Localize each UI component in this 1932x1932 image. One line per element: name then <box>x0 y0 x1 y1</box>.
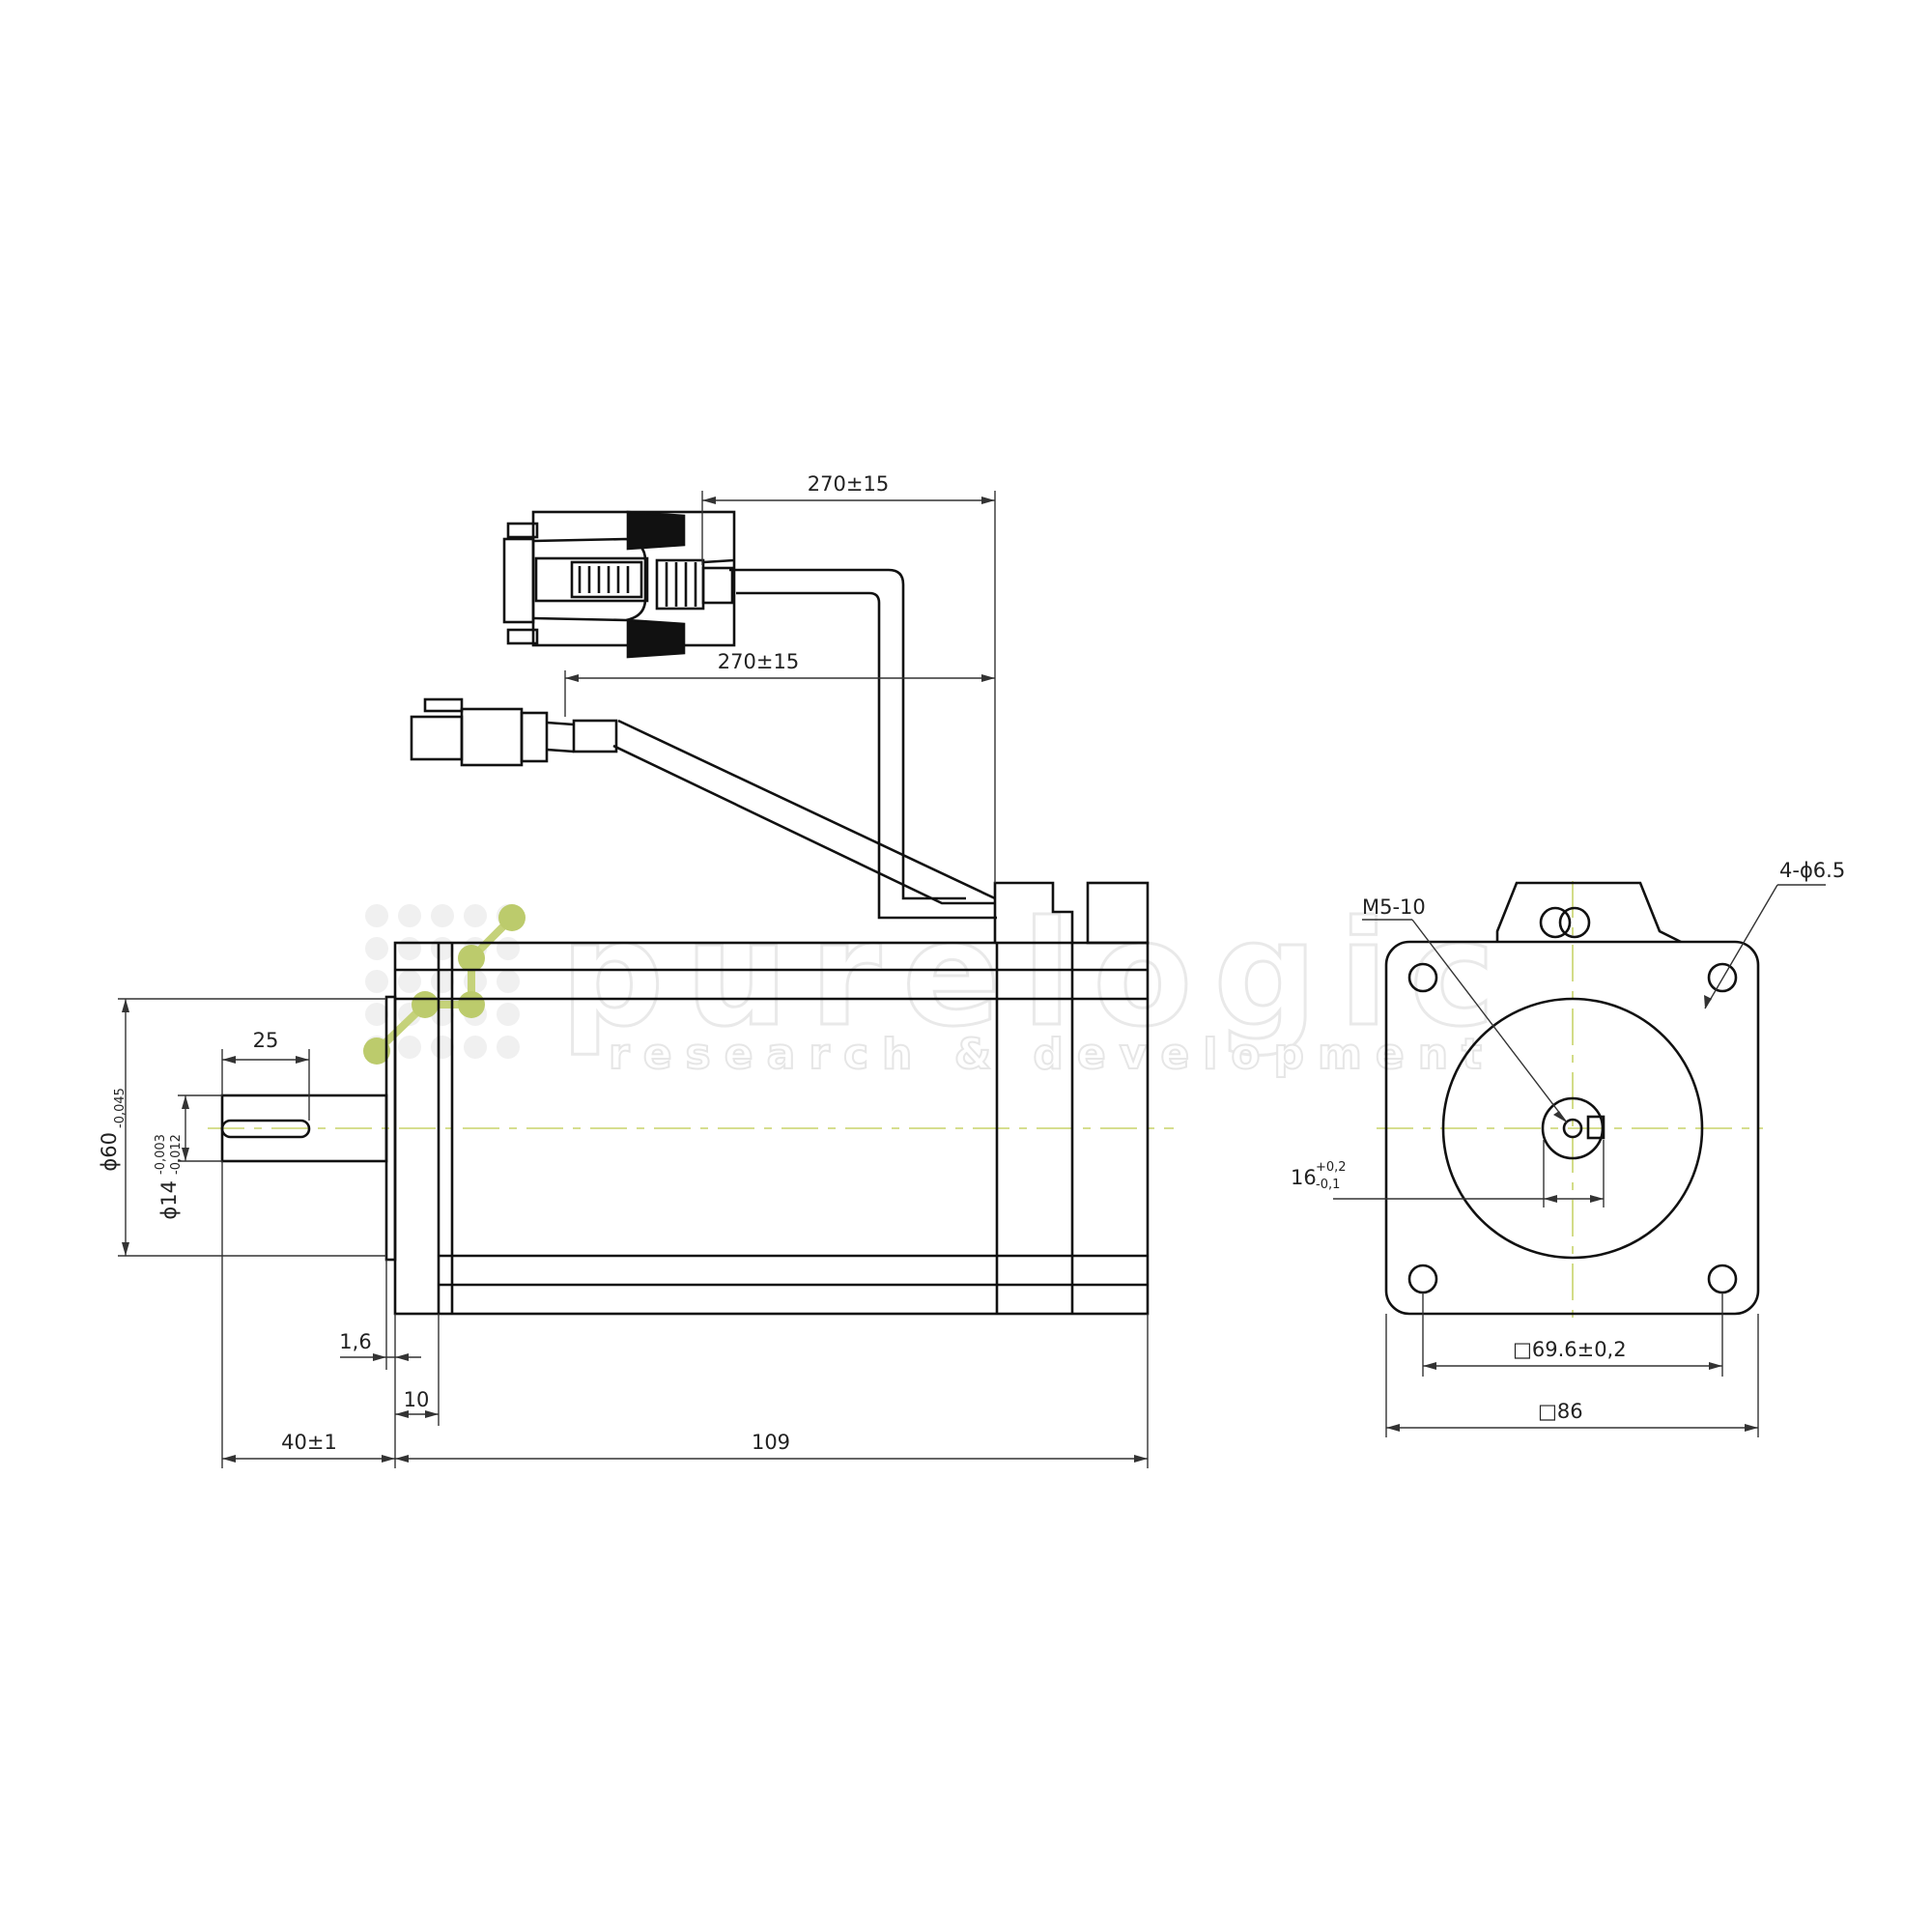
side-view <box>220 510 1150 1316</box>
dim-mount-holes: 4-ϕ6.5 <box>1779 859 1845 882</box>
dim-shaft-dia-group: ϕ14 -0,003 -0,012 <box>154 1134 184 1220</box>
dim-flange-thickness: 10 <box>404 1388 430 1411</box>
dim-key-tol-lower: -0,1 <box>1316 1178 1340 1192</box>
dim-signal-cable-length: 270±15 <box>808 472 889 496</box>
encoder-box <box>1086 881 1150 945</box>
db-latch-bottom <box>626 618 686 659</box>
mount-hole-tr <box>1707 962 1738 993</box>
watermark: purelogic research & development <box>363 890 1517 1080</box>
dim-shaft-tol-lower: -0,012 <box>169 1134 184 1175</box>
dim-shaft-dia: ϕ14 <box>157 1180 181 1220</box>
dim-thread-hole: M5-10 <box>1362 895 1426 919</box>
db-connector <box>502 510 736 647</box>
flange-square <box>1384 940 1760 1316</box>
mount-hole-tl <box>1407 962 1438 993</box>
dim-hole-pitch: □69.6±0,2 <box>1513 1338 1627 1361</box>
mount-hole-br <box>1707 1264 1738 1294</box>
dim-power-cable-length: 270±15 <box>718 650 799 673</box>
power-cable-upper <box>617 719 996 900</box>
dimension-labels: 270±15 270±15 25 ϕ60 -0,045 ϕ14 -0,003 -… <box>98 472 1845 1454</box>
dim-key-tol-upper: +0,2 <box>1316 1160 1347 1175</box>
watermark-brand: purelogic <box>560 891 1517 1059</box>
front-connector-outline <box>1495 881 1682 944</box>
dim-shaft-key-length: 25 <box>253 1029 279 1052</box>
dim-flange-pilot-group: ϕ60 -0,045 <box>98 1088 128 1172</box>
dimension-arrowheads <box>122 497 1758 1463</box>
dim-flange-pilot-tol: -0,045 <box>113 1088 128 1128</box>
signal-cable-upper <box>729 568 966 900</box>
watermark-tagline: research & development <box>609 1030 1495 1079</box>
dimension-lines <box>118 491 1826 1468</box>
dim-key-height-group: 16 +0,2 -0,1 <box>1291 1160 1347 1192</box>
mount-hole-bl <box>1407 1264 1438 1294</box>
center-thread-hole <box>1562 1118 1583 1139</box>
dim-shaft-length: 40±1 <box>281 1431 337 1454</box>
power-cable-lower <box>612 744 995 905</box>
cable-gland <box>993 881 1074 943</box>
signal-cable-lower <box>736 591 997 920</box>
shaft-key <box>220 1119 311 1139</box>
center-lines <box>208 881 1763 1325</box>
dim-shaft-tol-upper: -0,003 <box>154 1134 168 1175</box>
dim-pilot-depth: 1,6 <box>339 1330 371 1353</box>
dim-flange-square: □86 <box>1538 1400 1583 1423</box>
dim-key-height: 16 <box>1291 1166 1317 1189</box>
power-connector <box>410 697 618 767</box>
shaft-key-end <box>1586 1115 1605 1140</box>
db-latch-top <box>626 510 686 551</box>
dim-body-length: 109 <box>752 1431 790 1454</box>
pilot-circle <box>1441 997 1704 1260</box>
front-connector-port <box>1539 906 1572 939</box>
dim-flange-pilot: ϕ60 <box>98 1132 121 1172</box>
